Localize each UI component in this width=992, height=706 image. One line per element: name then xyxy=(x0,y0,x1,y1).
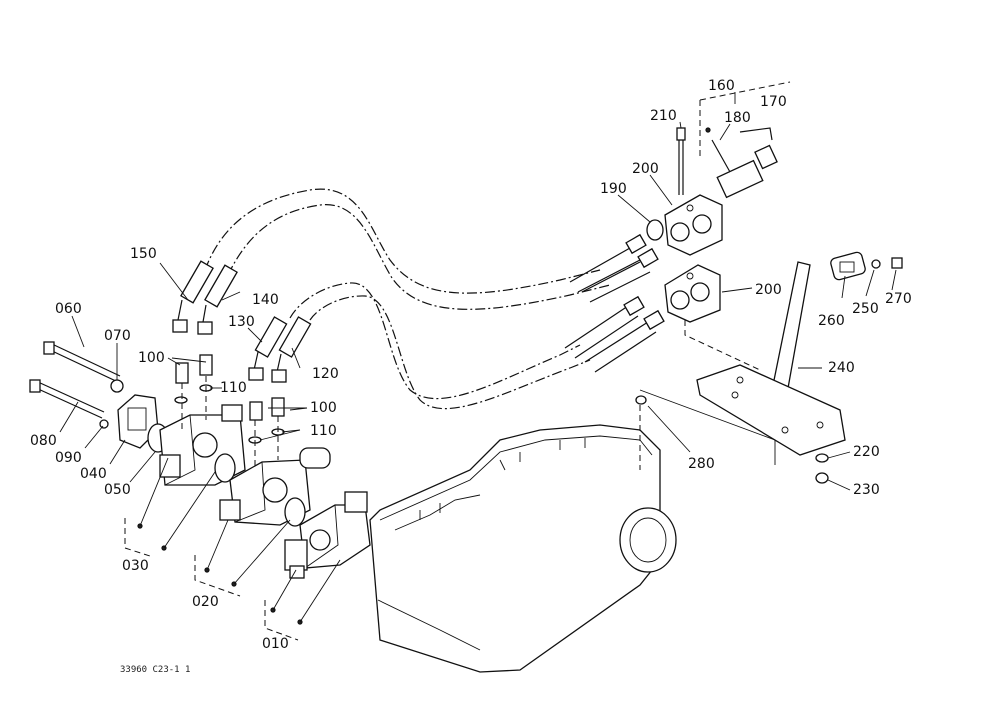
hose-fitting-150 xyxy=(172,260,214,333)
hose-fitting-130 xyxy=(248,316,288,381)
callout-240: 240 xyxy=(828,360,855,376)
washer-250 xyxy=(871,259,881,269)
grip-260 xyxy=(830,251,866,281)
quick-couplers xyxy=(564,233,665,373)
callout-260: 260 xyxy=(818,313,845,329)
callout-140: 140 xyxy=(252,292,279,308)
section-brackets xyxy=(124,457,341,641)
callout-180: 180 xyxy=(724,110,751,126)
callout-200-lower: 200 xyxy=(755,282,782,298)
callout-030: 030 xyxy=(122,558,149,574)
callout-100-left: 100 xyxy=(138,350,165,366)
callout-070: 070 xyxy=(104,328,131,344)
nut-230 xyxy=(815,472,829,484)
callout-270: 270 xyxy=(885,291,912,307)
callout-190: 190 xyxy=(600,181,627,197)
callout-100-right: 100 xyxy=(310,400,337,416)
leader-lines xyxy=(59,92,897,491)
callout-020: 020 xyxy=(192,594,219,610)
callout-040: 040 xyxy=(80,466,107,482)
bolt-280 xyxy=(635,395,647,405)
callout-160: 160 xyxy=(708,78,735,94)
callout-220: 220 xyxy=(853,444,880,460)
callout-labels: 060 070 080 090 040 050 030 020 010 150 … xyxy=(30,78,912,675)
callout-200-upper: 200 xyxy=(632,161,659,177)
screw-270 xyxy=(891,257,903,269)
coupler-assembly-160 xyxy=(699,81,791,199)
through-bolt-080 xyxy=(29,379,105,419)
callout-230: 230 xyxy=(853,482,880,498)
hose-fitting-120 xyxy=(271,316,312,383)
mounting-plate-240 xyxy=(639,320,846,465)
washer-220 xyxy=(815,453,829,463)
callout-110-left: 110 xyxy=(220,380,247,396)
coupler-block-lower xyxy=(664,264,721,323)
nut-070 xyxy=(110,379,124,393)
callout-120: 120 xyxy=(312,366,339,382)
footer-code: 33960 C23-1 1 xyxy=(120,665,190,675)
fittings-100-110 xyxy=(174,354,285,470)
hose-fitting-140 xyxy=(197,264,238,335)
callout-060: 060 xyxy=(55,301,82,317)
bolt-210 xyxy=(676,127,686,195)
callout-080: 080 xyxy=(30,433,57,449)
callout-250: 250 xyxy=(852,301,879,317)
hose-group xyxy=(204,188,611,410)
callout-170: 170 xyxy=(760,94,787,110)
callout-280: 280 xyxy=(688,456,715,472)
nut-090 xyxy=(99,419,109,429)
through-bolt-060 xyxy=(43,341,121,383)
callout-050: 050 xyxy=(104,482,131,498)
callout-110-right: 110 xyxy=(310,423,337,439)
callout-130: 130 xyxy=(228,314,255,330)
callout-090: 090 xyxy=(55,450,82,466)
control-valve-assembly xyxy=(117,394,371,579)
coupler-block-upper xyxy=(664,194,723,256)
transmission-housing xyxy=(369,405,677,673)
callout-150: 150 xyxy=(130,246,157,262)
o-ring-190 xyxy=(646,219,664,241)
callout-010: 010 xyxy=(262,636,289,652)
callout-210: 210 xyxy=(650,108,677,124)
